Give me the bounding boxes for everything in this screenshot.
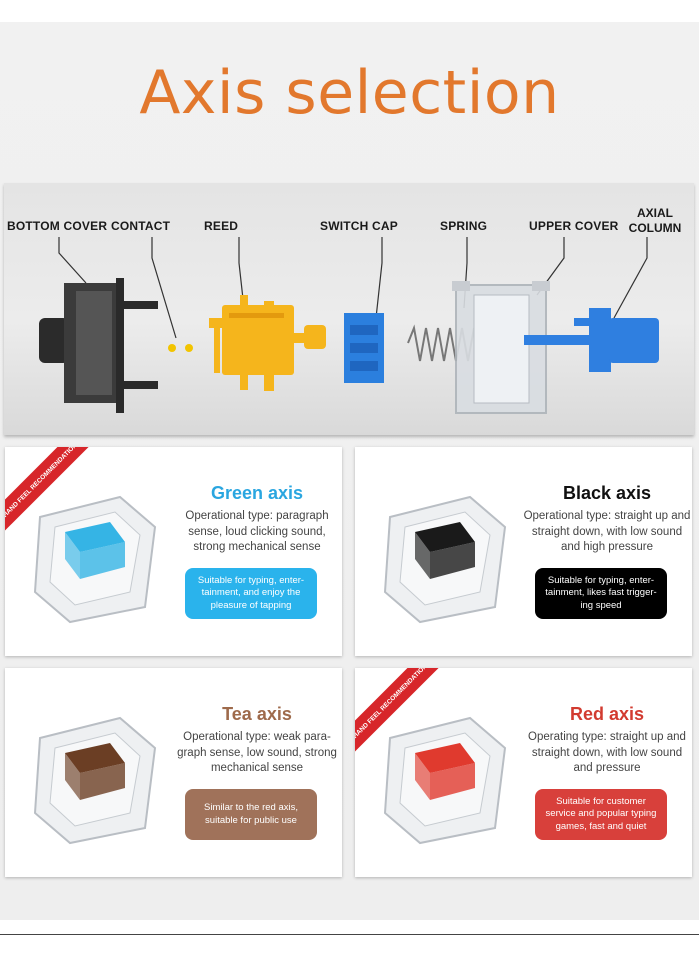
card-description: Operational type: paragraph sense, loud …	[185, 510, 329, 553]
card-description: Operational type: weak para- graph sense…	[177, 731, 337, 774]
reed-part	[209, 295, 326, 391]
leader-switch-cap	[375, 237, 383, 319]
card-title: Green axis	[210, 483, 304, 503]
bottom-divider	[0, 934, 699, 935]
label-axial-line2: COLUMN	[628, 221, 682, 235]
green-stem	[65, 522, 125, 552]
card-description: Operating type: straight up and straight…	[528, 731, 686, 774]
card-title: Black axis	[562, 483, 652, 503]
upper-cover-part	[452, 281, 550, 414]
red-stem	[415, 743, 475, 773]
usage-note-badge: Suitable for customer service and popula…	[535, 789, 667, 840]
card-title: Red axis	[569, 704, 645, 724]
red-switch-image	[383, 716, 507, 845]
label-axial-line1: AXIAL	[637, 206, 673, 220]
black-stem	[415, 522, 475, 552]
leader-axial-column	[613, 237, 648, 319]
black-switch-image	[383, 495, 507, 624]
usage-note-badge: Suitable for typing, enter- tainment, an…	[185, 568, 317, 619]
switch-cap-part	[344, 313, 384, 383]
label-contact: CONTACT	[111, 219, 171, 233]
leader-bottom-cover	[58, 237, 87, 284]
leader-contact	[151, 237, 177, 339]
page-title: Axis selection	[139, 58, 560, 128]
tea-stem	[65, 743, 125, 773]
card-black-axis[interactable]: Black axis Operational type: straight up…	[355, 447, 692, 656]
usage-note-badge: Similar to the red axis, suitable for pu…	[185, 789, 317, 840]
green-switch-image	[33, 495, 157, 624]
tea-switch-image	[33, 716, 157, 845]
leader-reed	[238, 237, 245, 309]
label-spring: SPRING	[440, 219, 488, 233]
label-switch-cap: SWITCH CAP	[320, 219, 398, 233]
bottom-cover-part	[39, 278, 158, 413]
usage-note-badge: Suitable for typing, enter- tainment, li…	[535, 568, 667, 619]
card-title: Tea axis	[222, 704, 292, 724]
label-upper-cover: UPPER COVER	[529, 219, 619, 233]
switch-exploded-diagram	[39, 237, 659, 414]
axial-column-part	[524, 308, 659, 372]
contact-part	[168, 344, 176, 352]
label-axial-column: AXIAL COLUMN	[620, 206, 690, 236]
card-tea-axis[interactable]: Tea axis Operational type: weak para- gr…	[5, 668, 342, 877]
card-red-axis[interactable]: HAND FEEL RECOMMENDATION Red axis Operat…	[355, 668, 692, 877]
card-description: Operational type: straight up and straig…	[523, 510, 691, 553]
label-bottom-cover: BOTTOM COVER	[7, 219, 108, 233]
label-reed: REED	[204, 219, 239, 233]
card-green-axis[interactable]: HAND FEEL RECOMMENDATION Green axis Oper…	[5, 447, 342, 656]
